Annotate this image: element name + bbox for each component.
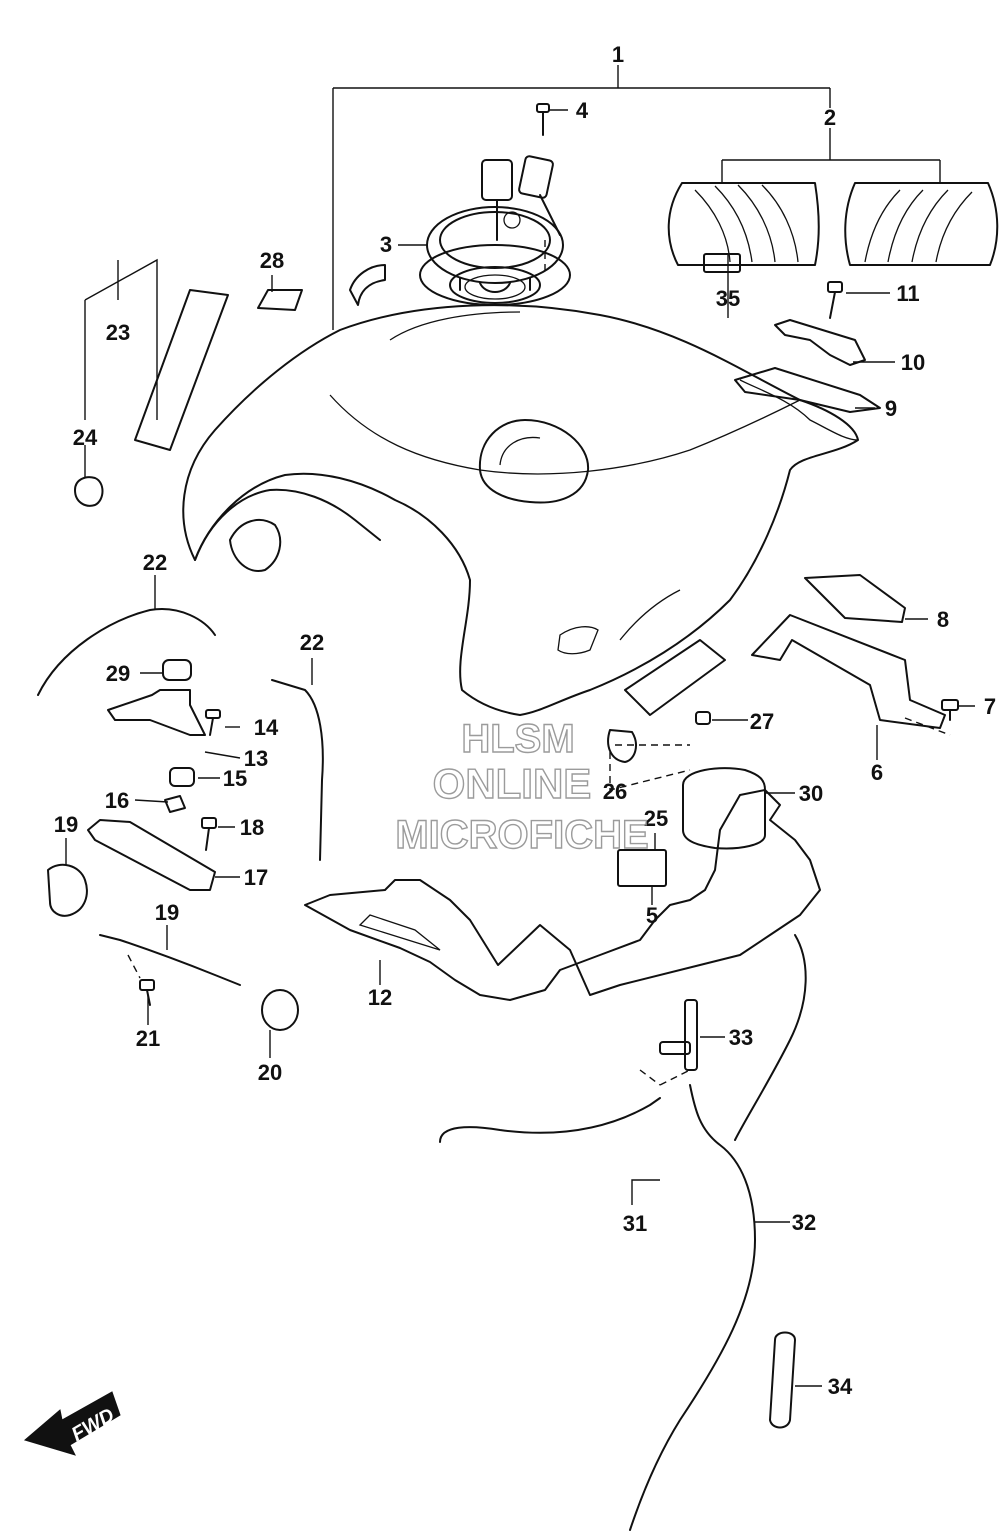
pad-35 <box>703 253 741 273</box>
callout-21: 21 <box>136 1026 160 1051</box>
watermark: HLSM ONLINE MICROFICHE <box>395 716 650 857</box>
callout-32: 32 <box>792 1210 816 1235</box>
callout-28: 28 <box>260 248 284 273</box>
hose-22-right <box>271 679 324 861</box>
seal-12-inner <box>358 914 441 951</box>
cushion-20 <box>261 989 299 1031</box>
callout-12: 12 <box>368 985 392 1010</box>
fuel-cap-assembly <box>426 155 564 293</box>
fwd-arrow-icon <box>23 1391 121 1456</box>
bracket-13 <box>107 689 206 736</box>
fwd-arrow-badge: FWD <box>23 1391 121 1456</box>
callout-2: 2 <box>824 105 836 130</box>
callout-14: 14 <box>254 715 279 740</box>
leader-lines <box>65 65 975 1387</box>
bracket-10 <box>774 319 866 366</box>
pad-28 <box>257 289 303 311</box>
callout-3: 3 <box>380 232 392 257</box>
plate-9 <box>734 367 881 413</box>
watermark-line-2: ONLINE <box>433 760 592 807</box>
callout-8: 8 <box>937 607 949 632</box>
callout-24: 24 <box>73 425 98 450</box>
pad-8 <box>804 574 906 623</box>
callout-6: 6 <box>871 760 883 785</box>
bolt-11 <box>827 281 843 319</box>
cap-24 <box>74 476 104 507</box>
callout-22-right: 22 <box>300 630 324 655</box>
callout-10: 10 <box>901 350 925 375</box>
pad-23 <box>134 289 229 451</box>
callout-35: 35 <box>716 286 740 311</box>
callout-20: 20 <box>258 1060 282 1085</box>
grommet-29 <box>162 659 192 681</box>
bracket-6 <box>751 614 946 729</box>
hose-32b <box>734 934 807 1141</box>
collar-16 <box>164 795 186 813</box>
callout-26: 26 <box>603 779 627 804</box>
callout-19-lower: 19 <box>155 900 179 925</box>
callout-13: 13 <box>244 746 268 771</box>
hose-31 <box>439 1097 661 1143</box>
callout-15: 15 <box>223 766 247 791</box>
bolt-27 <box>695 711 711 725</box>
callout-34: 34 <box>828 1374 853 1399</box>
bolt-7 <box>941 699 959 721</box>
callout-5: 5 <box>646 903 658 928</box>
callout-17: 17 <box>244 865 268 890</box>
t-joint-33 <box>659 999 698 1071</box>
callout-23: 23 <box>106 320 130 345</box>
callout-19-upper: 19 <box>54 812 78 837</box>
screw-4 <box>536 103 550 136</box>
watermark-line-1: HLSM <box>461 717 574 761</box>
clamp-19-top <box>47 863 88 917</box>
bracket-25 <box>624 639 726 716</box>
clip-26 <box>607 729 637 763</box>
callout-29: 29 <box>106 661 130 686</box>
grommet-15 <box>169 767 195 787</box>
knee-pads <box>667 182 999 266</box>
bracket-17 <box>87 819 216 891</box>
callout-31: 31 <box>623 1211 647 1236</box>
callout-25: 25 <box>644 806 668 831</box>
hose-32 <box>629 1084 756 1531</box>
clip-34 <box>769 1331 796 1429</box>
callout-9: 9 <box>885 396 897 421</box>
pad-5 <box>617 849 667 887</box>
screw-21 <box>139 979 155 1006</box>
callout-33: 33 <box>729 1025 753 1050</box>
callout-labels: 1 2 3 4 5 6 7 8 9 10 11 12 13 14 15 16 1… <box>54 42 996 1399</box>
callout-27: 27 <box>750 709 774 734</box>
watermark-line-3: MICROFICHE <box>395 813 648 857</box>
clamp-19-hose <box>99 934 241 986</box>
callout-30: 30 <box>799 781 823 806</box>
bolt-18 <box>201 817 217 851</box>
callout-22-left: 22 <box>143 550 167 575</box>
screw-14 <box>205 709 221 736</box>
seal-12 <box>304 789 821 1001</box>
callout-11: 11 <box>896 281 919 306</box>
hose-22-left <box>37 608 216 696</box>
fuel-tank-body <box>182 244 859 716</box>
callout-16: 16 <box>105 788 129 813</box>
callout-18: 18 <box>240 815 264 840</box>
callout-1: 1 <box>612 42 624 67</box>
callout-7: 7 <box>984 694 996 719</box>
cylinder-30 <box>682 767 766 850</box>
callout-4: 4 <box>576 98 589 123</box>
